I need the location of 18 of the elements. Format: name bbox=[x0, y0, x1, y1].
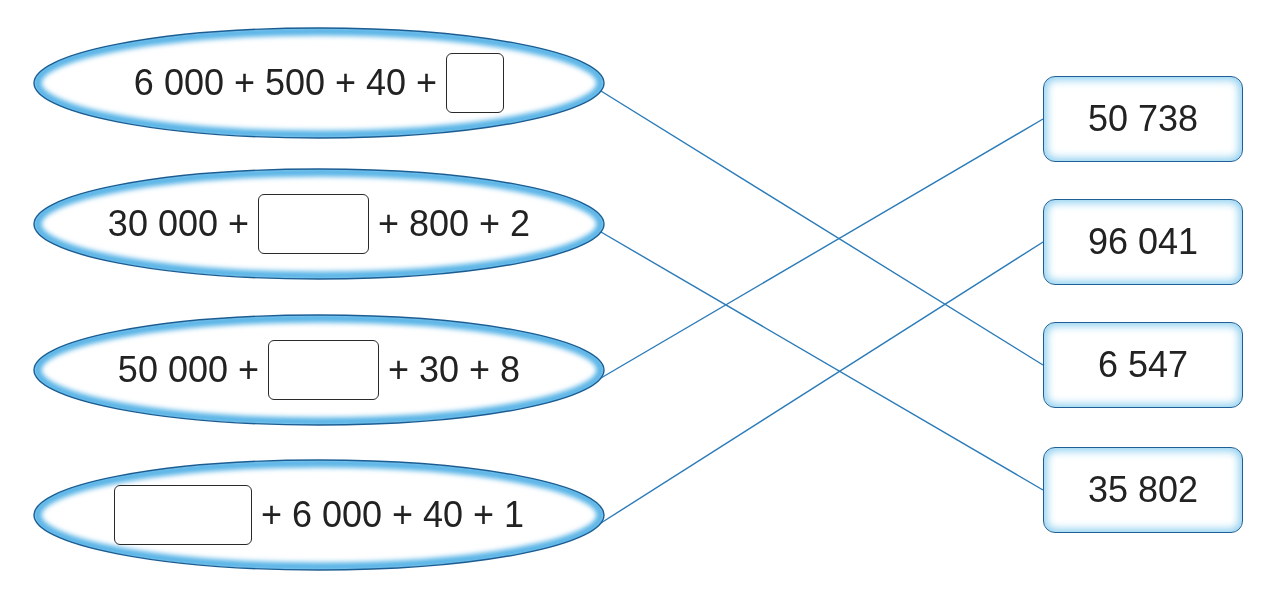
number-card bbox=[1043, 76, 1243, 162]
expression-oval bbox=[33, 459, 605, 571]
number-card bbox=[1043, 199, 1243, 285]
number-card bbox=[1043, 447, 1243, 533]
expression-oval bbox=[33, 314, 605, 426]
number-card bbox=[1043, 322, 1243, 408]
expression-text: 6 000 + 500 + 40 + bbox=[133, 63, 438, 103]
expression-text: + 6 000 + 40 + 1 bbox=[260, 495, 525, 535]
expression-text: 50 000 + bbox=[117, 350, 259, 390]
expression-text: + 800 + 2 bbox=[378, 204, 531, 244]
number-label: 96 041 bbox=[1087, 222, 1199, 262]
expression-oval bbox=[33, 27, 605, 139]
expression-text: 30 000 + bbox=[107, 204, 249, 244]
number-label: 50 738 bbox=[1087, 99, 1199, 139]
expression-text: + 30 + 8 bbox=[388, 350, 521, 390]
expression-oval bbox=[33, 168, 605, 280]
number-label: 6 547 bbox=[1097, 345, 1189, 385]
number-label: 35 802 bbox=[1087, 470, 1199, 510]
